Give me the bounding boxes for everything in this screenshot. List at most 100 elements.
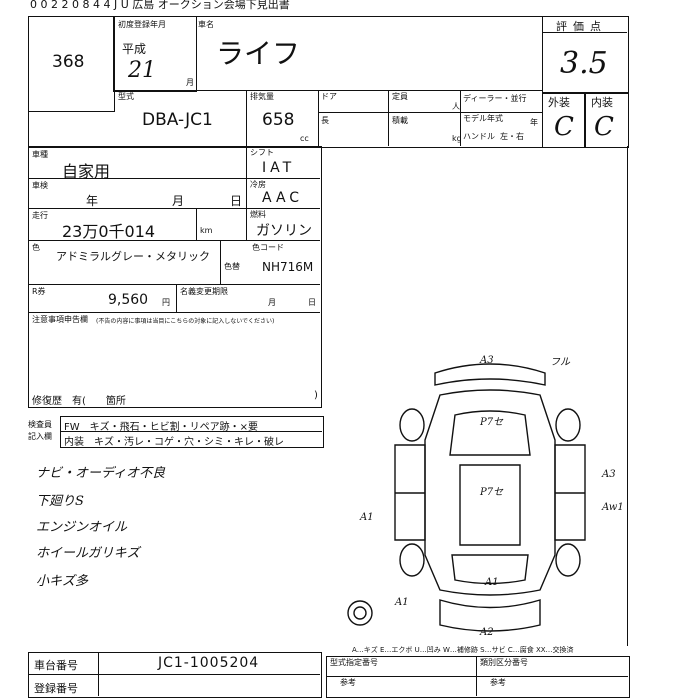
- note-2: 下廻りS: [36, 494, 84, 509]
- note-1: ナビ・オーディオ不良: [36, 466, 166, 481]
- lot-number: 368: [52, 52, 85, 72]
- mark-a3-top: A3: [479, 355, 494, 366]
- rear-bumper-outline: [439, 599, 541, 632]
- frame-number-value: JC1-1005204: [158, 655, 260, 671]
- mileage-unit: km: [200, 226, 213, 235]
- mark-a1-bottom: A1: [394, 597, 409, 608]
- right-side-panel: [554, 444, 586, 541]
- exterior-label: 外装: [548, 96, 570, 109]
- model-value: DBA-JC1: [142, 110, 213, 130]
- mark-a1-left: A1: [359, 512, 374, 523]
- body-outline: [424, 389, 556, 596]
- door-label: ドア: [321, 92, 337, 101]
- registration-label: 初度登録年月: [118, 20, 166, 29]
- bottom-label-c: 参考: [340, 678, 356, 687]
- inspector-row-1: FW キズ・飛石・ヒビ割・リペア跡・×要: [64, 422, 259, 433]
- note-5: 小キズ多: [36, 574, 89, 589]
- documents-month: 月: [268, 298, 276, 307]
- color-label: 色: [32, 243, 40, 252]
- model-year-label: モデル年式: [463, 114, 503, 123]
- lot-box: [28, 16, 115, 112]
- left-side-panel: [394, 444, 426, 541]
- handle-label: ハンドル: [463, 132, 495, 141]
- displacement-value: 658: [262, 110, 295, 130]
- exterior-value: C: [554, 112, 574, 142]
- interior-label: 内装: [591, 96, 613, 109]
- hood-outline: [434, 363, 546, 386]
- mark-a3-right: A3: [601, 469, 616, 480]
- color-code-label: 色コード: [252, 243, 284, 252]
- inspector-label-2: 記入欄: [28, 432, 52, 441]
- color-code-value: NH716M: [262, 260, 314, 274]
- info-frame: [28, 146, 322, 408]
- wheel-front-right: [555, 408, 581, 442]
- usage-label: 車種: [32, 150, 48, 159]
- wheel-rear-left: [399, 543, 425, 577]
- car-name-label: 車名: [198, 20, 214, 29]
- mileage-value: 23万0千014: [62, 222, 156, 241]
- mark-p7-2: P7セ: [479, 487, 504, 498]
- rear-window-outline: [451, 554, 529, 585]
- registration-box: [113, 16, 197, 92]
- inspector-label-1: 検査員: [28, 420, 52, 429]
- mark-full: フル: [550, 357, 571, 368]
- recycle-unit: 円: [162, 298, 170, 307]
- spare-tire: [347, 600, 373, 626]
- displacement-unit: cc: [300, 134, 309, 143]
- roof-outline: [459, 464, 521, 546]
- score-value: 3.5: [560, 46, 608, 81]
- header-text: 0 0 2 2 0 8 4 4 J U 広島 オークション会場下見出書: [30, 0, 290, 11]
- note-4: ホイールガリキズ: [36, 546, 140, 561]
- car-name: ライフ: [216, 37, 301, 70]
- frame-number-label: 車台番号: [34, 659, 78, 672]
- registration-year: 21: [128, 58, 156, 83]
- inspection-year: 年: [86, 194, 99, 208]
- paint-label: 色替: [224, 262, 240, 271]
- shift-value: IAT: [262, 160, 296, 176]
- mark-a1-rear: A1: [484, 577, 499, 588]
- capacity-label: 定員: [392, 92, 408, 101]
- model-year-unit: 年: [530, 118, 538, 127]
- interior-value: C: [594, 112, 614, 142]
- length-label: 長: [321, 116, 329, 125]
- dealer-label: ディーラー・並行: [463, 94, 527, 103]
- recycle-label: R券: [32, 287, 46, 296]
- capacity-unit: 人: [452, 102, 460, 111]
- registration-era: 平成: [122, 42, 147, 56]
- score-label: 評価点: [556, 20, 607, 33]
- fuel-label: 燃料: [250, 210, 266, 219]
- windshield-outline: [449, 410, 531, 456]
- bottom-left-table: [28, 652, 322, 698]
- mark-p7-1: P7セ: [479, 417, 504, 428]
- bottom-right-table: [326, 656, 630, 698]
- recycle-value: 9,560: [108, 292, 149, 308]
- mileage-label: 走行: [32, 211, 48, 220]
- wheel-rear-right: [555, 543, 581, 577]
- aircon-value: AAC: [262, 190, 304, 206]
- repair-history: 修復歴 有( 箇所: [32, 396, 126, 407]
- documents-label: 名義変更期限: [180, 287, 228, 296]
- car-diagram: A3 フル P7セ P7セ A3 Aw1 A1 A1 A1 A2: [347, 355, 624, 638]
- fuel-value: ガソリン: [256, 223, 312, 239]
- color-value: アドミラルグレー・メタリック: [56, 250, 210, 263]
- bottom-label-d: 参考: [490, 678, 506, 687]
- documents-day: 日: [308, 298, 316, 307]
- inspector-row-2: 内装 キズ・汚レ・コゲ・穴・シミ・キレ・破レ: [64, 437, 284, 448]
- mark-a2: A2: [479, 627, 494, 638]
- wheel-front-left: [399, 408, 425, 442]
- usage-value: 自家用: [62, 162, 111, 181]
- mark-aw1: Aw1: [601, 502, 624, 513]
- displacement-label: 排気量: [250, 92, 274, 101]
- kg-unit: kg: [452, 134, 462, 143]
- weight-label: 積載: [392, 116, 408, 125]
- inspector-box: [60, 416, 324, 448]
- inspection-month: 月: [172, 194, 185, 208]
- registration-month-unit: 月: [186, 78, 194, 87]
- shift-label: シフト: [250, 148, 274, 157]
- notes-sub: (不告の内容に事項は当目にこちらの対象に記入しないでください): [96, 318, 275, 325]
- aircon-label: 冷房: [250, 180, 266, 189]
- notes-label: 注意事項申告欄: [32, 315, 88, 324]
- plate-label: 登録番号: [34, 682, 78, 695]
- legend: A…キズ E…エクボ U…凹み W…補修跡 S…サビ C…腐食 XX…交換済: [352, 646, 574, 654]
- bottom-label-a: 型式指定番号: [330, 658, 378, 667]
